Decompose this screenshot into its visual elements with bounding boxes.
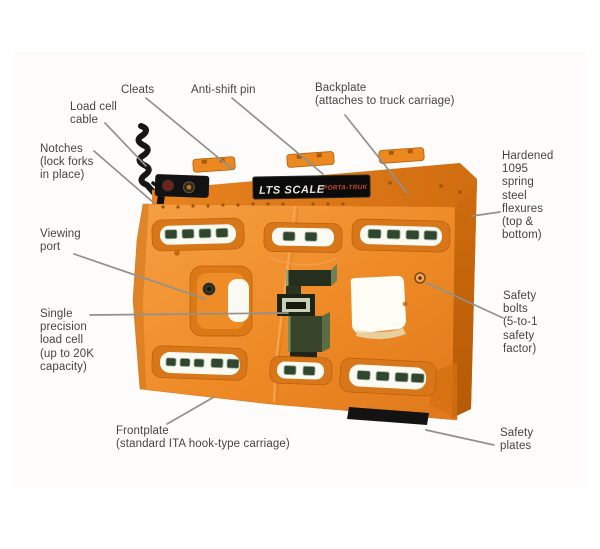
leader-cleats — [145, 97, 233, 170]
bolt-slot-top-center — [263, 222, 343, 253]
leader-anti-shift-pin — [231, 97, 324, 175]
small-holes — [174, 250, 408, 307]
bolt-slot-top-left — [151, 217, 245, 252]
fork-cutout — [350, 275, 406, 340]
leader-load-cell — [89, 312, 289, 316]
brand-text: LTS SCALE — [259, 184, 325, 197]
leader-lines — [73, 97, 504, 446]
leader-load-cell-cable — [104, 122, 147, 167]
label-load-cell-cable: Load cell cable — [70, 101, 117, 127]
cleats-shapes — [192, 147, 425, 173]
bolt-slot-top-right — [351, 218, 451, 253]
bolt-slot-bottom-right — [339, 357, 437, 397]
label-backplate: Backplate (attaches to truck carriage) — [315, 82, 455, 108]
leader-viewing-port — [73, 253, 206, 300]
label-safety-bolts: Safety bolts (5-to-1 safety factor) — [503, 290, 538, 355]
corner-shade — [430, 362, 457, 419]
label-notches: Notches (lock forks in place) — [40, 143, 94, 182]
leader-flexures — [471, 211, 501, 217]
viewing-port-recess — [189, 265, 253, 337]
label-load-cell: Single precision load cell (up to 20K ca… — [40, 308, 95, 373]
label-anti-shift-pin: Anti-shift pin — [191, 84, 256, 96]
label-cleats: Cleats — [121, 84, 155, 96]
leader-backplate — [344, 114, 408, 194]
safety-bolt — [414, 272, 426, 284]
brand-plate: LTS SCALE PORTA-TRUK — [252, 174, 371, 200]
bolt-slot-bottom-left — [151, 345, 248, 381]
label-viewing-port: Viewing port — [40, 228, 81, 254]
leader-frontplate — [166, 396, 215, 425]
label-flexures: Hardened 1095 spring steel flexures (top… — [502, 150, 554, 242]
leader-safety-bolts — [426, 282, 504, 319]
label-frontplate: Frontplate (standard ITA hook-type carri… — [116, 425, 290, 451]
leader-safety-plates — [425, 429, 495, 446]
cable-connector-panel — [154, 174, 210, 198]
safety-plate — [347, 407, 429, 425]
leader-notches — [93, 150, 155, 204]
notch-teeth — [161, 181, 462, 209]
label-safety-plates: Safety plates — [500, 427, 534, 453]
brand-suffix-text: PORTA-TRUK — [323, 184, 369, 192]
bolt-slot-bottom-center — [269, 355, 333, 386]
